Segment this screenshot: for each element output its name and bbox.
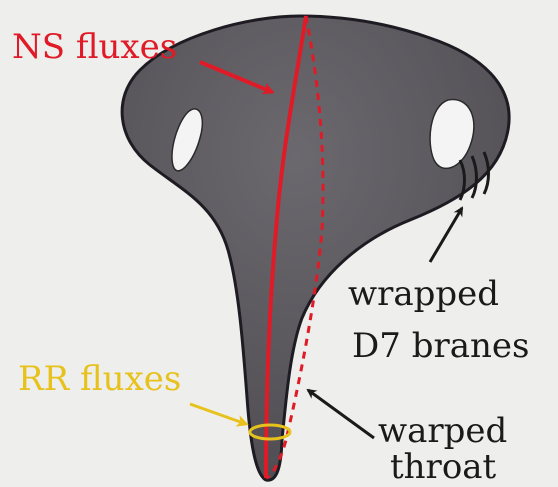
d7-branes-label: D7 branes xyxy=(352,326,529,366)
ns-fluxes-label: NS fluxes xyxy=(12,27,177,67)
throat-label: throat xyxy=(390,447,497,487)
wrapped-label: wrapped xyxy=(348,274,499,314)
d7-arrow-icon xyxy=(430,208,462,262)
throat-arrow-icon xyxy=(308,390,374,438)
warped-label: warped xyxy=(378,411,507,451)
rr-fluxes-label: RR fluxes xyxy=(18,359,181,399)
rr-flux-arrow-icon xyxy=(190,404,246,424)
